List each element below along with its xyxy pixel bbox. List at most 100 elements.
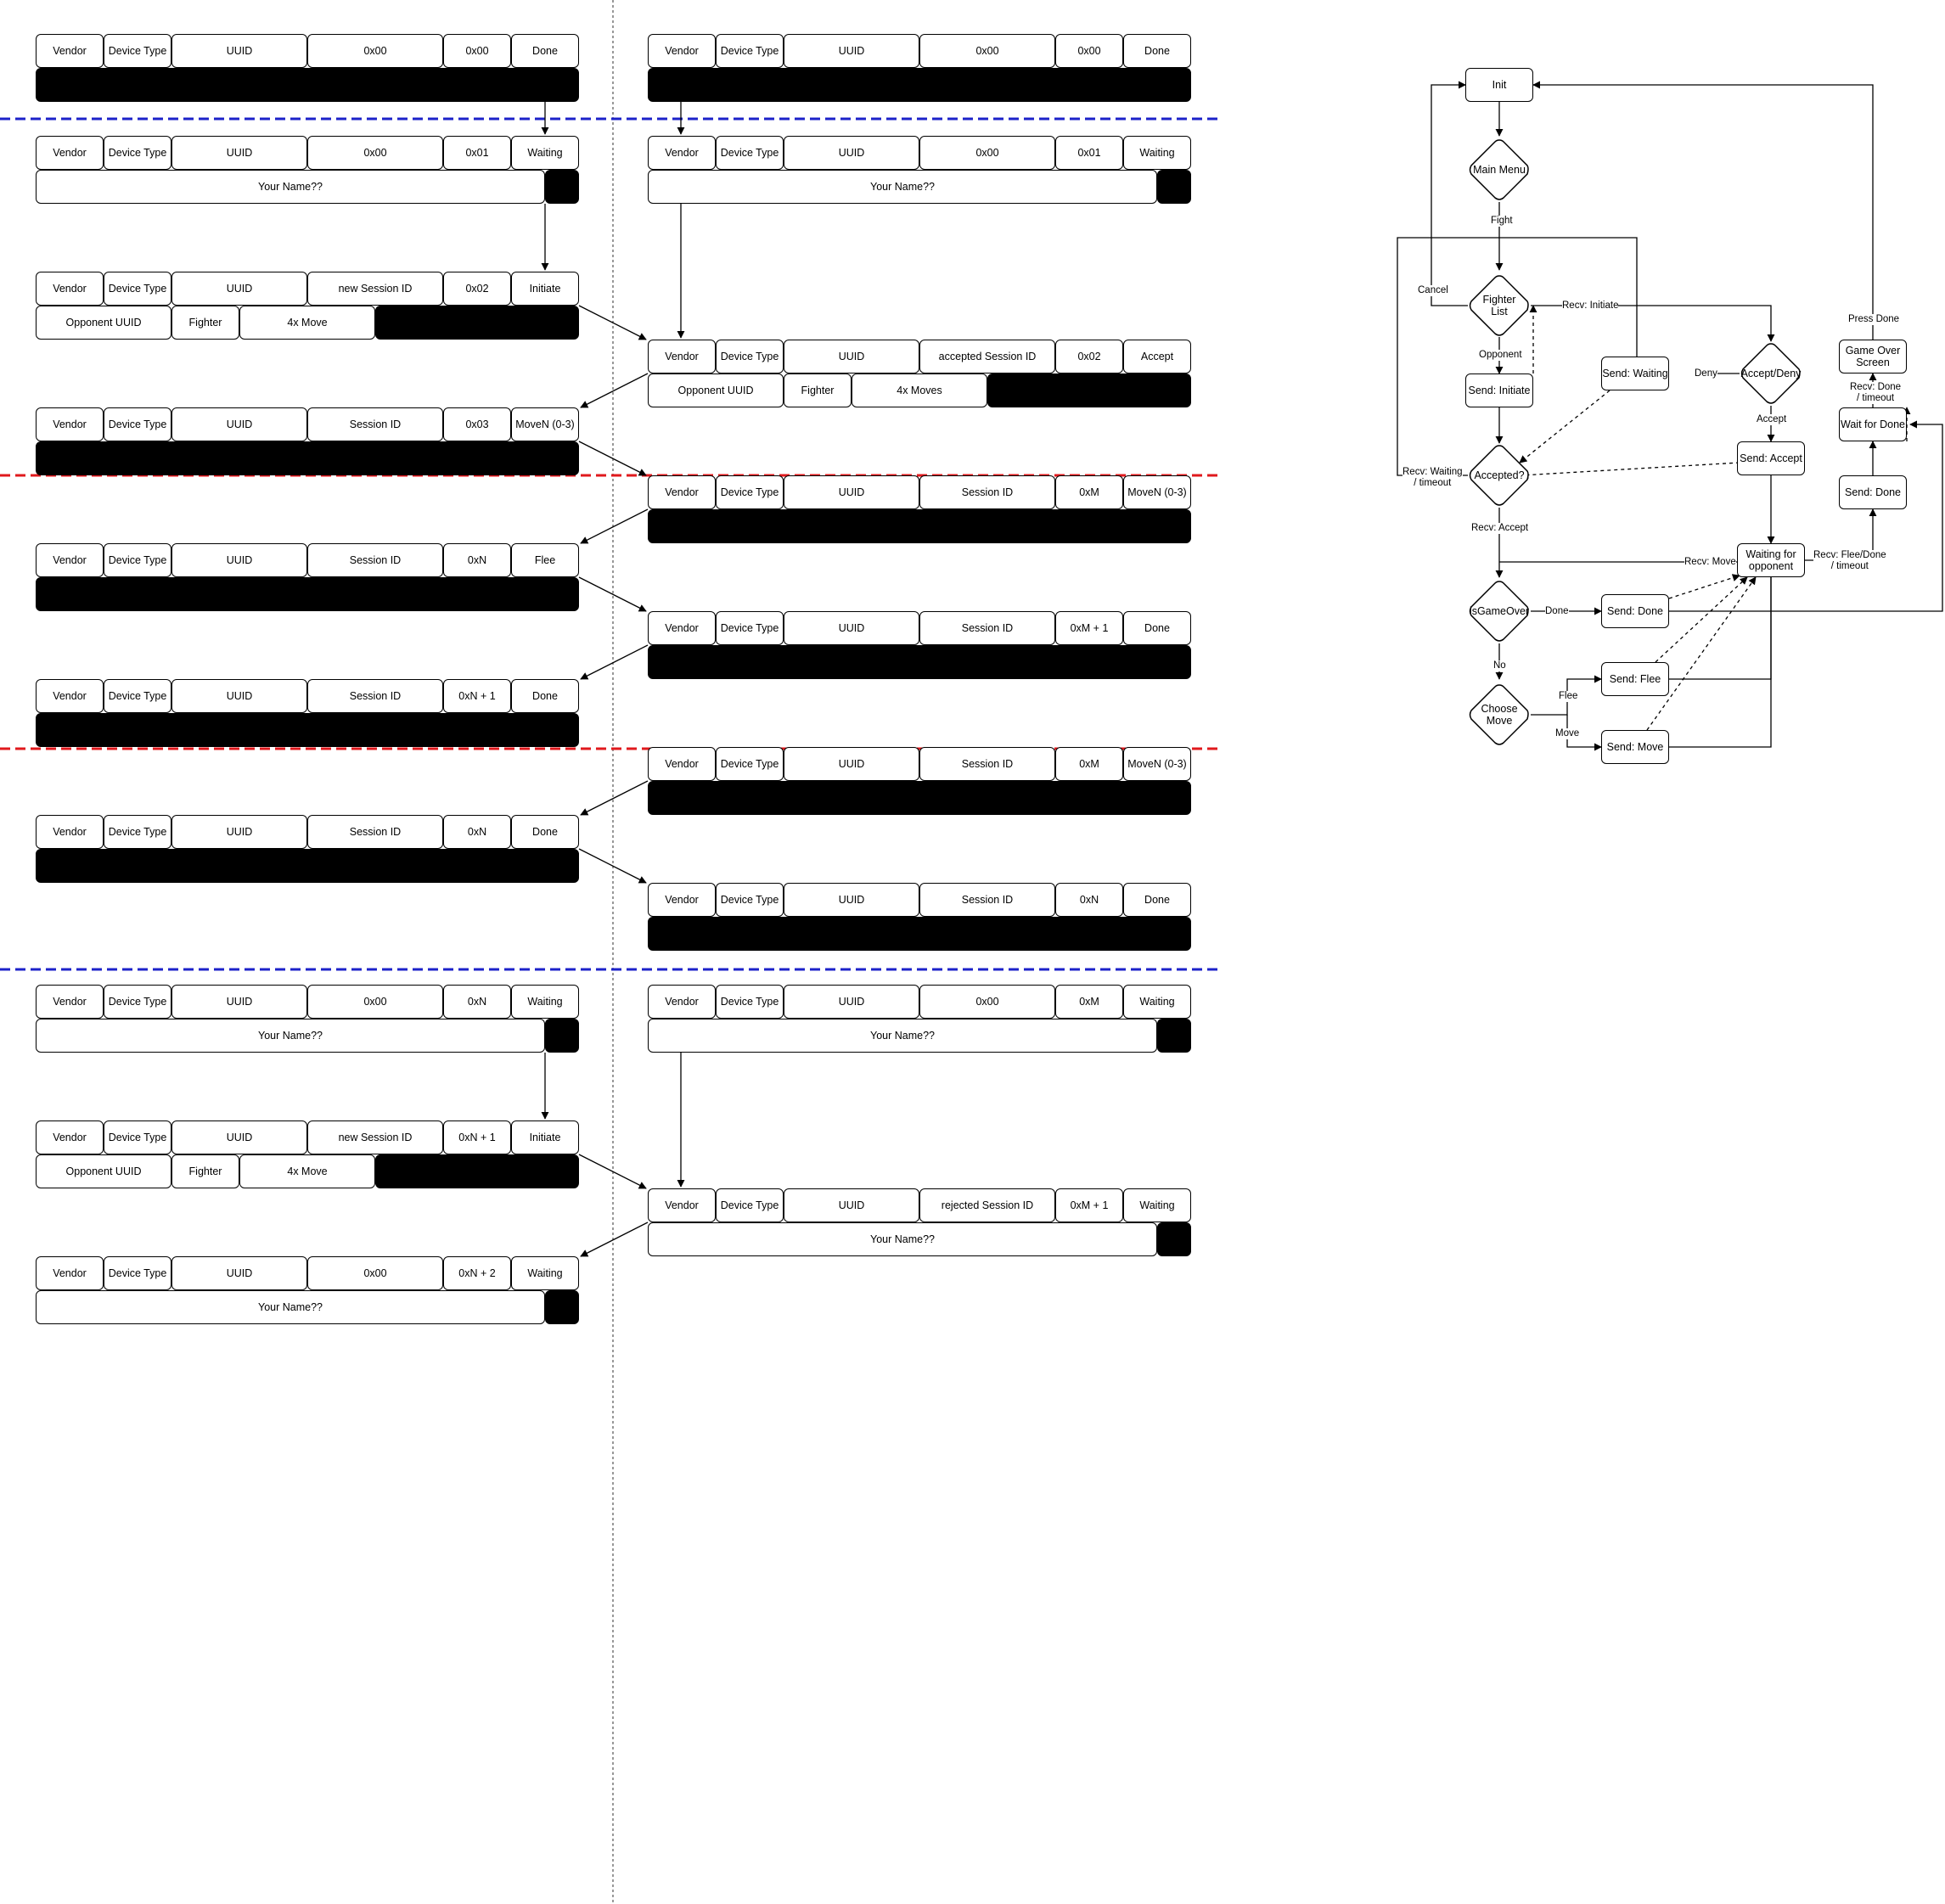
- field-cell: Device Type: [716, 883, 784, 917]
- state-label-line: Waiting for: [1745, 548, 1796, 560]
- field-cell: Session ID: [919, 475, 1055, 509]
- field-cell: 4x Move: [239, 1154, 375, 1188]
- decision-label: Accepted?: [1474, 469, 1525, 481]
- field-cell: Device Type: [104, 407, 171, 441]
- field-cell: Session ID: [307, 407, 443, 441]
- padding-block: [545, 1290, 579, 1324]
- field-cell: Device Type: [104, 815, 171, 849]
- field-cell: Vendor: [36, 1120, 104, 1154]
- field-cell: Done: [511, 679, 579, 713]
- field-cell: Device Type: [716, 985, 784, 1019]
- field-cell: 0xM + 1: [1055, 611, 1123, 645]
- field-cell: Device Type: [104, 272, 171, 306]
- state-send-move: Send: Move: [1601, 730, 1669, 764]
- field-cell: 0xN + 1: [443, 1120, 511, 1154]
- field-cell: Done: [511, 815, 579, 849]
- field-cell: Session ID: [307, 815, 443, 849]
- padding-block: [987, 373, 1191, 407]
- field-cell: 0x02: [443, 272, 511, 306]
- decision-is-game-over: isGameOver: [1468, 580, 1531, 643]
- field-cell: accepted Session ID: [919, 340, 1055, 373]
- field-cell: MoveN (0-3): [1123, 475, 1191, 509]
- field-cell: Vendor: [648, 1188, 716, 1222]
- edge-label-flee: Flee: [1559, 691, 1578, 702]
- edge-label-no: No: [1493, 660, 1506, 671]
- field-cell: Waiting: [1123, 1188, 1191, 1222]
- field-cell: 0xM: [1055, 985, 1123, 1019]
- field-cell: 0x00: [919, 985, 1055, 1019]
- connector-arrow: [578, 1154, 647, 1189]
- field-cell: Session ID: [307, 543, 443, 577]
- field-cell: 0xN: [443, 815, 511, 849]
- padding-block: [545, 170, 579, 204]
- state-wait-for-done: Wait for Done: [1839, 407, 1907, 441]
- field-cell: Vendor: [36, 136, 104, 170]
- field-cell: UUID: [784, 475, 919, 509]
- edge-label-recv-initiate: Recv: Initiate: [1562, 300, 1619, 312]
- field-cell: 0x00: [919, 34, 1055, 68]
- field-cell: 0xN: [443, 985, 511, 1019]
- field-cell: Session ID: [307, 679, 443, 713]
- field-cell: Accept: [1123, 340, 1191, 373]
- field-cell: Waiting: [511, 136, 579, 170]
- padding-block: [1157, 170, 1191, 204]
- field-cell: Device Type: [104, 136, 171, 170]
- field-cell: UUID: [171, 136, 307, 170]
- field-cell: Device Type: [104, 985, 171, 1019]
- edge-label-line: Recv: Waiting: [1403, 467, 1463, 477]
- field-cell: Your Name??: [648, 170, 1157, 204]
- edge-label-press-done: Press Done: [1848, 314, 1900, 325]
- edge-label-cancel: Cancel: [1418, 285, 1448, 296]
- edge-label-move: Move: [1555, 728, 1580, 739]
- padding-block: [648, 645, 1191, 679]
- field-cell: Flee: [511, 543, 579, 577]
- field-cell: UUID: [171, 1256, 307, 1290]
- decision-label: Main Menu: [1473, 164, 1526, 176]
- field-cell: UUID: [171, 679, 307, 713]
- flow-arrow: [1519, 390, 1611, 463]
- connector-arrow: [580, 508, 649, 544]
- field-cell: 0xN + 1: [443, 679, 511, 713]
- edge-label-line: / timeout: [1856, 393, 1895, 403]
- connector-arrow: [578, 441, 647, 476]
- padding-block: [648, 781, 1191, 815]
- edge-label-deny: Deny: [1695, 368, 1717, 379]
- field-cell: Waiting: [1123, 985, 1191, 1019]
- field-cell: 4x Moves: [852, 373, 987, 407]
- field-cell: MoveN (0-3): [511, 407, 579, 441]
- field-cell: Session ID: [919, 883, 1055, 917]
- field-cell: Vendor: [648, 475, 716, 509]
- edge-label-opponent: Opponent: [1479, 350, 1522, 361]
- field-cell: Vendor: [36, 272, 104, 306]
- field-cell: UUID: [171, 815, 307, 849]
- field-cell: 0xM + 1: [1055, 1188, 1123, 1222]
- state-send-done-1: Send: Done: [1601, 594, 1669, 628]
- flow-arrow: [1668, 574, 1740, 599]
- field-cell: UUID: [784, 883, 919, 917]
- flow-connector: [1669, 577, 1772, 748]
- edge-label-done: Done: [1545, 606, 1569, 617]
- field-cell: Opponent UUID: [648, 373, 784, 407]
- padding-block: [36, 68, 579, 102]
- edge-label-line: / timeout: [1830, 561, 1869, 571]
- field-cell: Done: [1123, 611, 1191, 645]
- field-cell: 0xM: [1055, 747, 1123, 781]
- padding-block: [36, 713, 579, 747]
- field-cell: Fighter: [171, 1154, 239, 1188]
- field-cell: UUID: [171, 543, 307, 577]
- field-cell: Your Name??: [36, 1019, 545, 1053]
- field-cell: 0xM: [1055, 475, 1123, 509]
- decision-label-line: Choose: [1481, 703, 1518, 715]
- field-cell: 0x01: [1055, 136, 1123, 170]
- decision-label: isGameOver: [1469, 605, 1530, 617]
- connector-arrow: [580, 780, 649, 816]
- state-send-done-2: Send: Done: [1839, 475, 1907, 509]
- decision-label-line: Fighter: [1482, 294, 1516, 306]
- field-cell: Vendor: [36, 985, 104, 1019]
- edge-label-recv-move: Recv: Move: [1684, 557, 1736, 568]
- field-cell: 4x Move: [239, 306, 375, 340]
- field-cell: Your Name??: [648, 1019, 1157, 1053]
